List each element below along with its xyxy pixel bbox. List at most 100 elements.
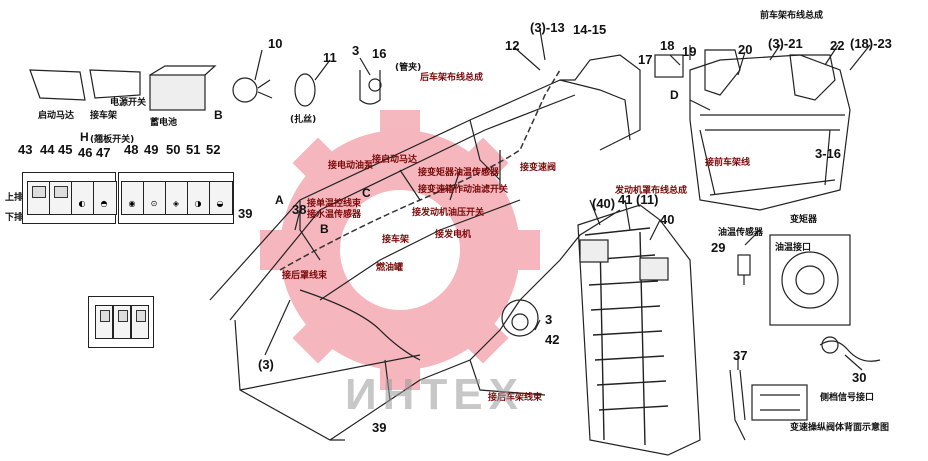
sensor-37-cable	[729, 369, 746, 441]
wiper-switch-icon: ◒	[209, 181, 233, 215]
callout-41: 41	[618, 192, 633, 207]
callout-40a: (40)	[592, 196, 616, 211]
callout-18: 18	[660, 38, 675, 53]
callout-3-16: 3-16	[815, 146, 842, 161]
callout-40b: 40	[660, 212, 675, 227]
callout-42: 42	[545, 332, 560, 347]
label-connect-trans-pressure: 接变速箱作动油滤开关	[418, 185, 509, 195]
callout-50: 50	[166, 142, 181, 157]
label-oil-temp-sensor: 油温传感器	[718, 228, 764, 238]
fog-light-switch-icon: ◑	[187, 181, 211, 215]
label-connect-engine-oil: 接发动机油压开关	[412, 208, 485, 218]
callout-18-23: (18)-23	[850, 36, 892, 51]
label-connect-frame-front: 接前车架线	[705, 158, 751, 168]
label-panel-switch: (翘板开关)	[90, 135, 135, 145]
callout-11b: (11)	[636, 192, 659, 207]
label-side-signal: 侧档信号接口	[820, 393, 875, 403]
callout-19: 19	[682, 44, 697, 59]
label-oil-temp-port: 油温接口	[775, 243, 812, 253]
callout-10: 10	[268, 36, 283, 51]
callout-51: 51	[186, 142, 201, 157]
pipe-clamp-icon	[368, 78, 382, 92]
label-connect-frame2: 接车架	[382, 235, 410, 245]
watermark: ИНТЕХ	[345, 370, 524, 419]
callout-29: 29	[711, 240, 726, 255]
callout-16: 16	[372, 46, 387, 61]
label-rear-frame-harness: 后车架布线总成	[420, 73, 484, 83]
label-power-switch: 电源开关	[110, 98, 147, 108]
callout-39a: 39	[238, 206, 253, 221]
warning-light-switch-icon	[49, 181, 73, 215]
callout-20: 20	[738, 42, 753, 57]
warning-light-switch-icon	[27, 181, 51, 215]
rotating-beacon-switch-icon: ◈	[165, 181, 189, 215]
label-connect-rear-harness: 接后罩线束	[282, 271, 328, 281]
callout-39b: 39	[372, 420, 387, 435]
callout-44: 44	[40, 142, 55, 157]
torque-converter-detail	[769, 234, 851, 326]
letter-b2: B	[320, 222, 329, 236]
callout-49: 49	[144, 142, 159, 157]
label-connect-rear-frame: 接后车架线束	[488, 393, 543, 403]
callout-3-21: (3)-21	[768, 36, 803, 51]
switch-panel-left: ◐ ◓	[22, 172, 117, 224]
hood-outline	[577, 204, 701, 456]
label-battery: 蓄电池	[150, 118, 178, 128]
label-lower-row: 下排	[5, 213, 24, 223]
warning-light-switch-icon	[113, 305, 131, 339]
letter-h: H	[80, 130, 89, 144]
switch-panel-small	[88, 296, 154, 348]
connector-42-detail	[501, 299, 539, 337]
hood-lamp-right	[639, 257, 669, 281]
label-clamp: (管夹)	[395, 63, 422, 73]
callout-3c: 3	[545, 312, 553, 327]
flasher-switch-icon: ◐	[71, 181, 95, 215]
connector-17-icon	[654, 54, 684, 78]
callout-45: 45	[58, 142, 73, 157]
callout-30: 30	[852, 370, 867, 385]
relay-icon	[232, 77, 258, 103]
callout-37: 37	[733, 348, 748, 363]
letter-d: D	[670, 88, 679, 102]
label-tie: (扎丝)	[290, 115, 317, 125]
callout-43: 43	[18, 142, 33, 157]
label-connect-trans-valve: 接变速阀	[520, 163, 557, 173]
front-frame-outline	[689, 54, 851, 211]
cable-tie-icon	[294, 73, 316, 107]
letter-b: B	[214, 108, 223, 122]
callout-52: 52	[206, 142, 221, 157]
label-connect-motor-oil: 接电动油泵	[328, 161, 374, 171]
label-fuel-tank: 燃油罐	[376, 263, 404, 273]
callout-17: 17	[638, 52, 653, 67]
callout-14-15: 14-15	[573, 22, 607, 37]
callout-3b: (3)	[258, 357, 274, 372]
label-hood-harness: 发动机罩布线总成	[615, 186, 688, 196]
side-signal-cable	[819, 340, 881, 362]
label-connect-water-sensor: 接水温传感器	[307, 210, 362, 220]
label-front-frame-harness: 前车架布线总成	[760, 11, 824, 21]
label-upper-row: 上排	[5, 193, 24, 203]
label-connect-torque-sensor: 接变矩器油温传感器	[418, 168, 500, 178]
label-torque-converter: 变矩器	[790, 215, 818, 225]
label-connect-temp-sensor: 接单温控线束	[307, 199, 362, 209]
callout-46: 46	[78, 145, 93, 160]
oil-temp-sensor-icon	[737, 254, 751, 276]
trans-valve-back	[751, 384, 808, 421]
label-frame: 接车架	[90, 111, 118, 121]
rear-light-switch-icon	[95, 305, 113, 339]
callout-3a: 3	[352, 43, 360, 58]
work-light-switch-icon: ◓	[93, 181, 117, 215]
letter-a: A	[275, 193, 284, 207]
fan-switch-icon: ⊙	[143, 181, 167, 215]
callout-3-13: (3)-13	[530, 20, 565, 35]
label-start-motor: 启动马达	[38, 111, 75, 121]
label-connect-generator: 接发电机	[435, 230, 472, 240]
callout-12: 12	[505, 38, 520, 53]
callout-48: 48	[124, 142, 139, 157]
letter-c: C	[362, 186, 371, 200]
switch-panel-right: ◉ ⊙ ◈ ◑ ◒	[118, 172, 234, 224]
callout-22: 22	[830, 38, 845, 53]
label-trans-back: 变速操纵阀体背面示意图	[790, 423, 890, 433]
